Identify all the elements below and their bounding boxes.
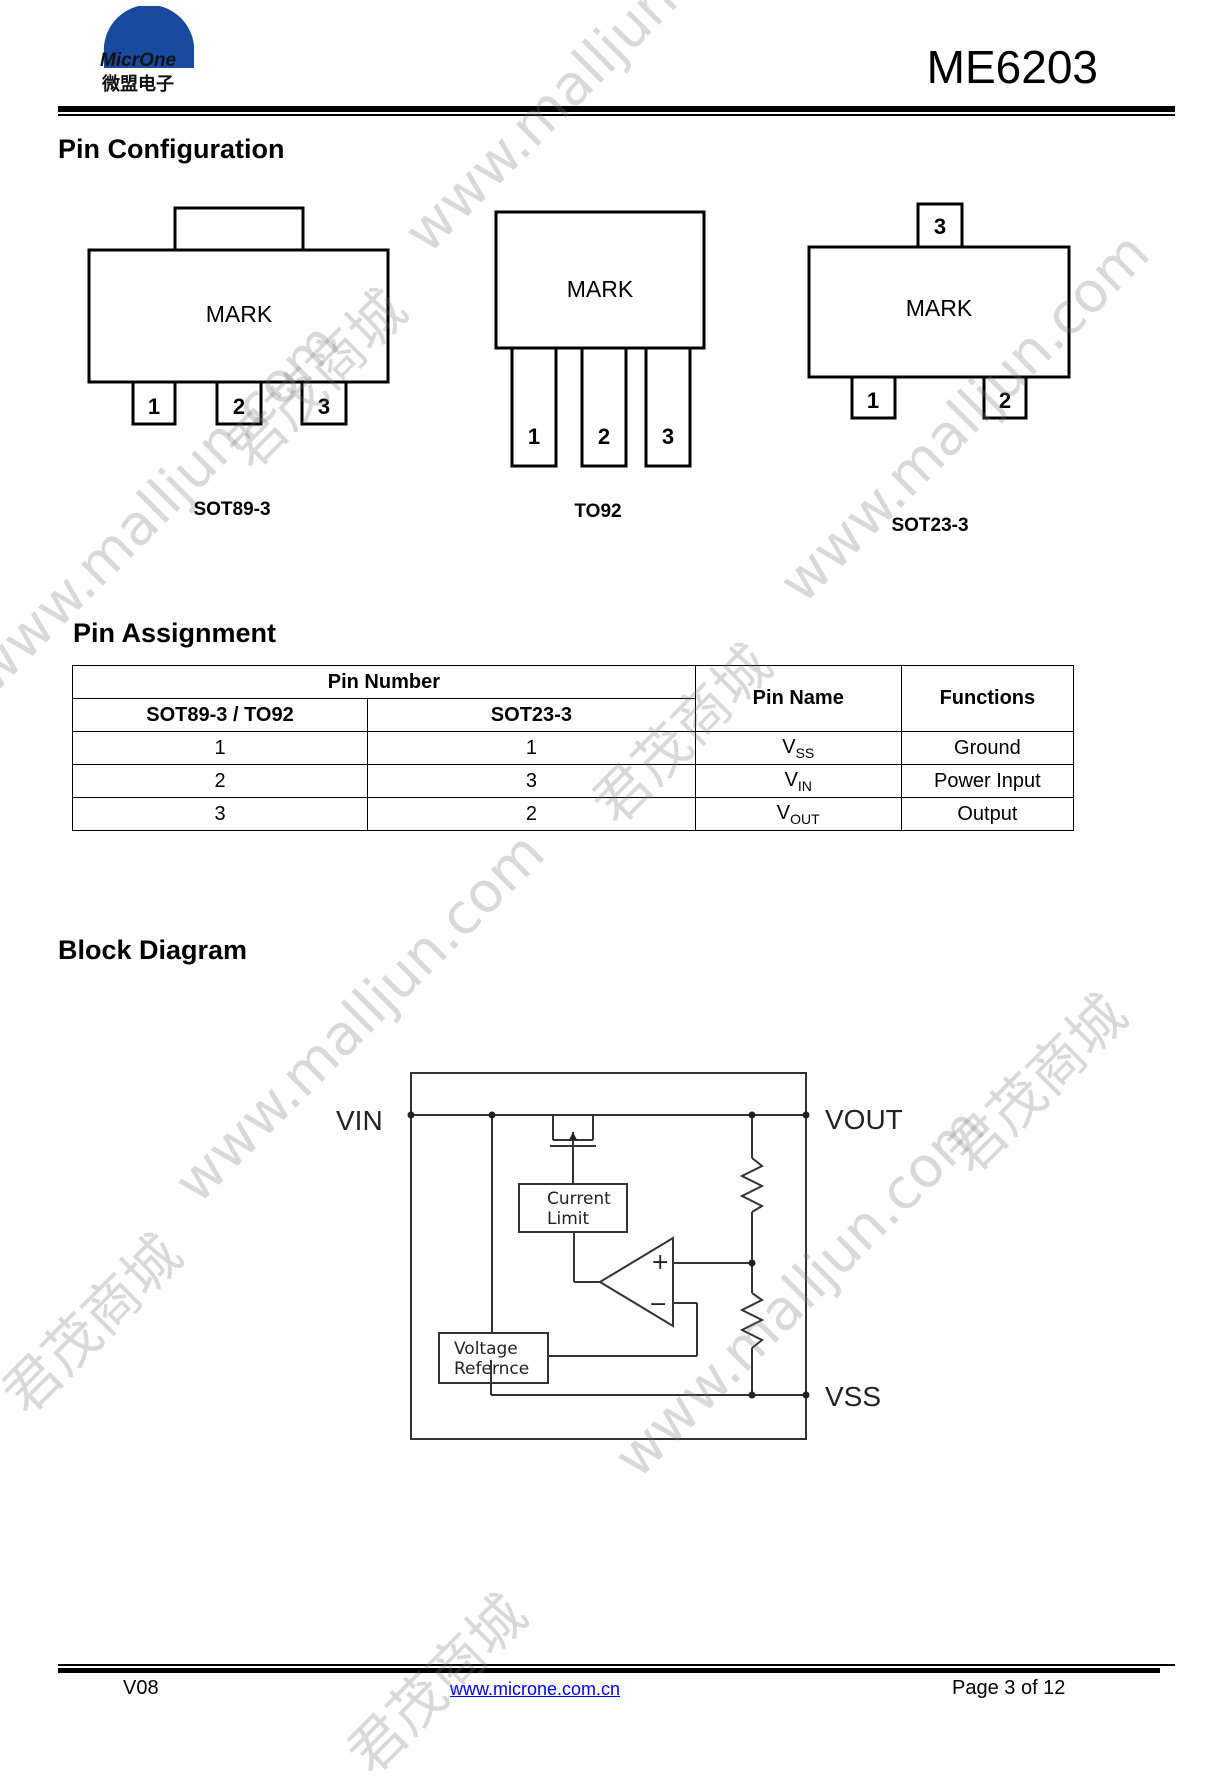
amp-minus: − bbox=[649, 1292, 667, 1317]
footer-page: Page 3 of 12 bbox=[952, 1677, 1066, 1699]
sot23-pin3-label: 3 bbox=[934, 214, 946, 239]
cell-pin-a: 1 bbox=[72, 731, 368, 765]
footer-url-link[interactable]: www.microne.com.cn bbox=[450, 1679, 621, 1699]
header-sot23: SOT23-3 bbox=[367, 698, 696, 732]
error-amp bbox=[598, 1236, 674, 1328]
sot89-pin1 bbox=[131, 380, 177, 426]
pin-config-title: Pin Configuration bbox=[58, 134, 285, 164]
amp-plus: + bbox=[651, 1250, 669, 1275]
table-row: 1 1 VSS Ground bbox=[72, 731, 1075, 765]
cell-function: Ground bbox=[900, 731, 1075, 765]
sot89-mark: MARK bbox=[206, 301, 273, 327]
current-limit-text-1: Current bbox=[547, 1189, 611, 1209]
to92-mark: MARK bbox=[567, 276, 634, 302]
sot89-tab bbox=[173, 206, 305, 252]
header-rule bbox=[58, 106, 1175, 112]
to92-pin3 bbox=[644, 346, 692, 468]
sot23-mark: MARK bbox=[906, 295, 973, 321]
sot23-pin1-label: 1 bbox=[867, 388, 879, 413]
watermark-cn: 君茂商城 bbox=[935, 982, 1140, 1188]
vin-label: VIN bbox=[336, 1105, 383, 1136]
vss-label: VSS bbox=[825, 1381, 881, 1412]
cell-pin-b: 3 bbox=[367, 764, 696, 798]
footer-rule bbox=[58, 1668, 1160, 1673]
outline-box bbox=[410, 1072, 807, 1440]
sot23-body bbox=[807, 245, 1071, 379]
header-pin-number: Pin Number bbox=[72, 665, 696, 699]
sot89-pin3-label: 3 bbox=[318, 394, 330, 419]
sot23-pin2-label: 2 bbox=[999, 388, 1011, 413]
cell-function: Output bbox=[900, 797, 1075, 831]
to92-pin1 bbox=[510, 346, 558, 468]
to92-pin1-label: 1 bbox=[528, 424, 540, 449]
header-pin-name: Pin Name bbox=[694, 665, 902, 732]
table-row: 3 2 VOUT Output bbox=[72, 797, 1075, 831]
sot23-name: SOT23-3 bbox=[891, 515, 968, 536]
sot89-pin1-label: 1 bbox=[148, 394, 160, 419]
voltage-ref-box bbox=[438, 1332, 549, 1384]
pin-assignment-table: Pin Number Pin Name Functions SOT89-3 / … bbox=[72, 665, 1075, 831]
voltage-ref-text-2: Refernce bbox=[454, 1359, 529, 1379]
logo-cn: 微盟电子 bbox=[101, 73, 174, 92]
to92-pin2-label: 2 bbox=[598, 424, 610, 449]
cell-function: Power Input bbox=[900, 764, 1075, 798]
logo-text: MicrOne bbox=[100, 50, 176, 71]
cell-pin-name: VSS bbox=[694, 731, 902, 765]
resistor-top bbox=[739, 1157, 765, 1213]
table-row: 2 3 VIN Power Input bbox=[72, 764, 1075, 798]
block-diagram-title: Block Diagram bbox=[58, 935, 248, 965]
pin-assign-title: Pin Assignment bbox=[73, 618, 277, 648]
microne-logo: MicrOne 微盟电子 bbox=[96, 4, 206, 95]
footer-rule-thin bbox=[58, 1664, 1175, 1666]
sot89-pin2 bbox=[215, 380, 263, 426]
header-functions: Functions bbox=[900, 665, 1075, 732]
voltage-ref-text-1: Voltage bbox=[454, 1339, 518, 1359]
sot23-pin1 bbox=[850, 375, 897, 420]
vout-label: VOUT bbox=[825, 1104, 903, 1135]
watermark-cn: 君茂商城 bbox=[0, 1222, 195, 1428]
cell-pin-b: 1 bbox=[367, 731, 696, 765]
footer-version: V08 bbox=[123, 1677, 159, 1699]
sot89-name: SOT89-3 bbox=[193, 499, 270, 520]
sot89-pin2-label: 2 bbox=[233, 394, 245, 419]
block-diagram: VIN VOUT VSS Current Limit Voltage Refer… bbox=[336, 1072, 903, 1440]
cell-pin-name: VOUT bbox=[694, 797, 902, 831]
footer-url[interactable]: www.microne.com.cn bbox=[450, 1679, 620, 1700]
cell-pin-a: 3 bbox=[72, 797, 368, 831]
sot89-pin3 bbox=[300, 380, 348, 426]
resistor-bottom bbox=[739, 1292, 765, 1349]
table-header-row: Pin Number Pin Name Functions bbox=[72, 665, 1075, 732]
package-drawings: MARK 1 2 3 MARK 1 2 3 MARK 3 1 2 SOT89-3… bbox=[87, 202, 1071, 536]
cell-pin-name: VIN bbox=[694, 764, 902, 798]
part-number: ME6203 bbox=[926, 41, 1098, 93]
to92-pin3-label: 3 bbox=[662, 424, 674, 449]
to92-pin2 bbox=[580, 346, 628, 468]
sot23-pin2 bbox=[982, 375, 1028, 420]
header-sot89-to92: SOT89-3 / TO92 bbox=[72, 698, 368, 732]
header-rule-thin bbox=[58, 114, 1175, 116]
cell-pin-b: 2 bbox=[367, 797, 696, 831]
current-limit-text-2: Limit bbox=[547, 1209, 589, 1229]
cell-pin-a: 2 bbox=[72, 764, 368, 798]
to92-name: TO92 bbox=[574, 501, 621, 522]
